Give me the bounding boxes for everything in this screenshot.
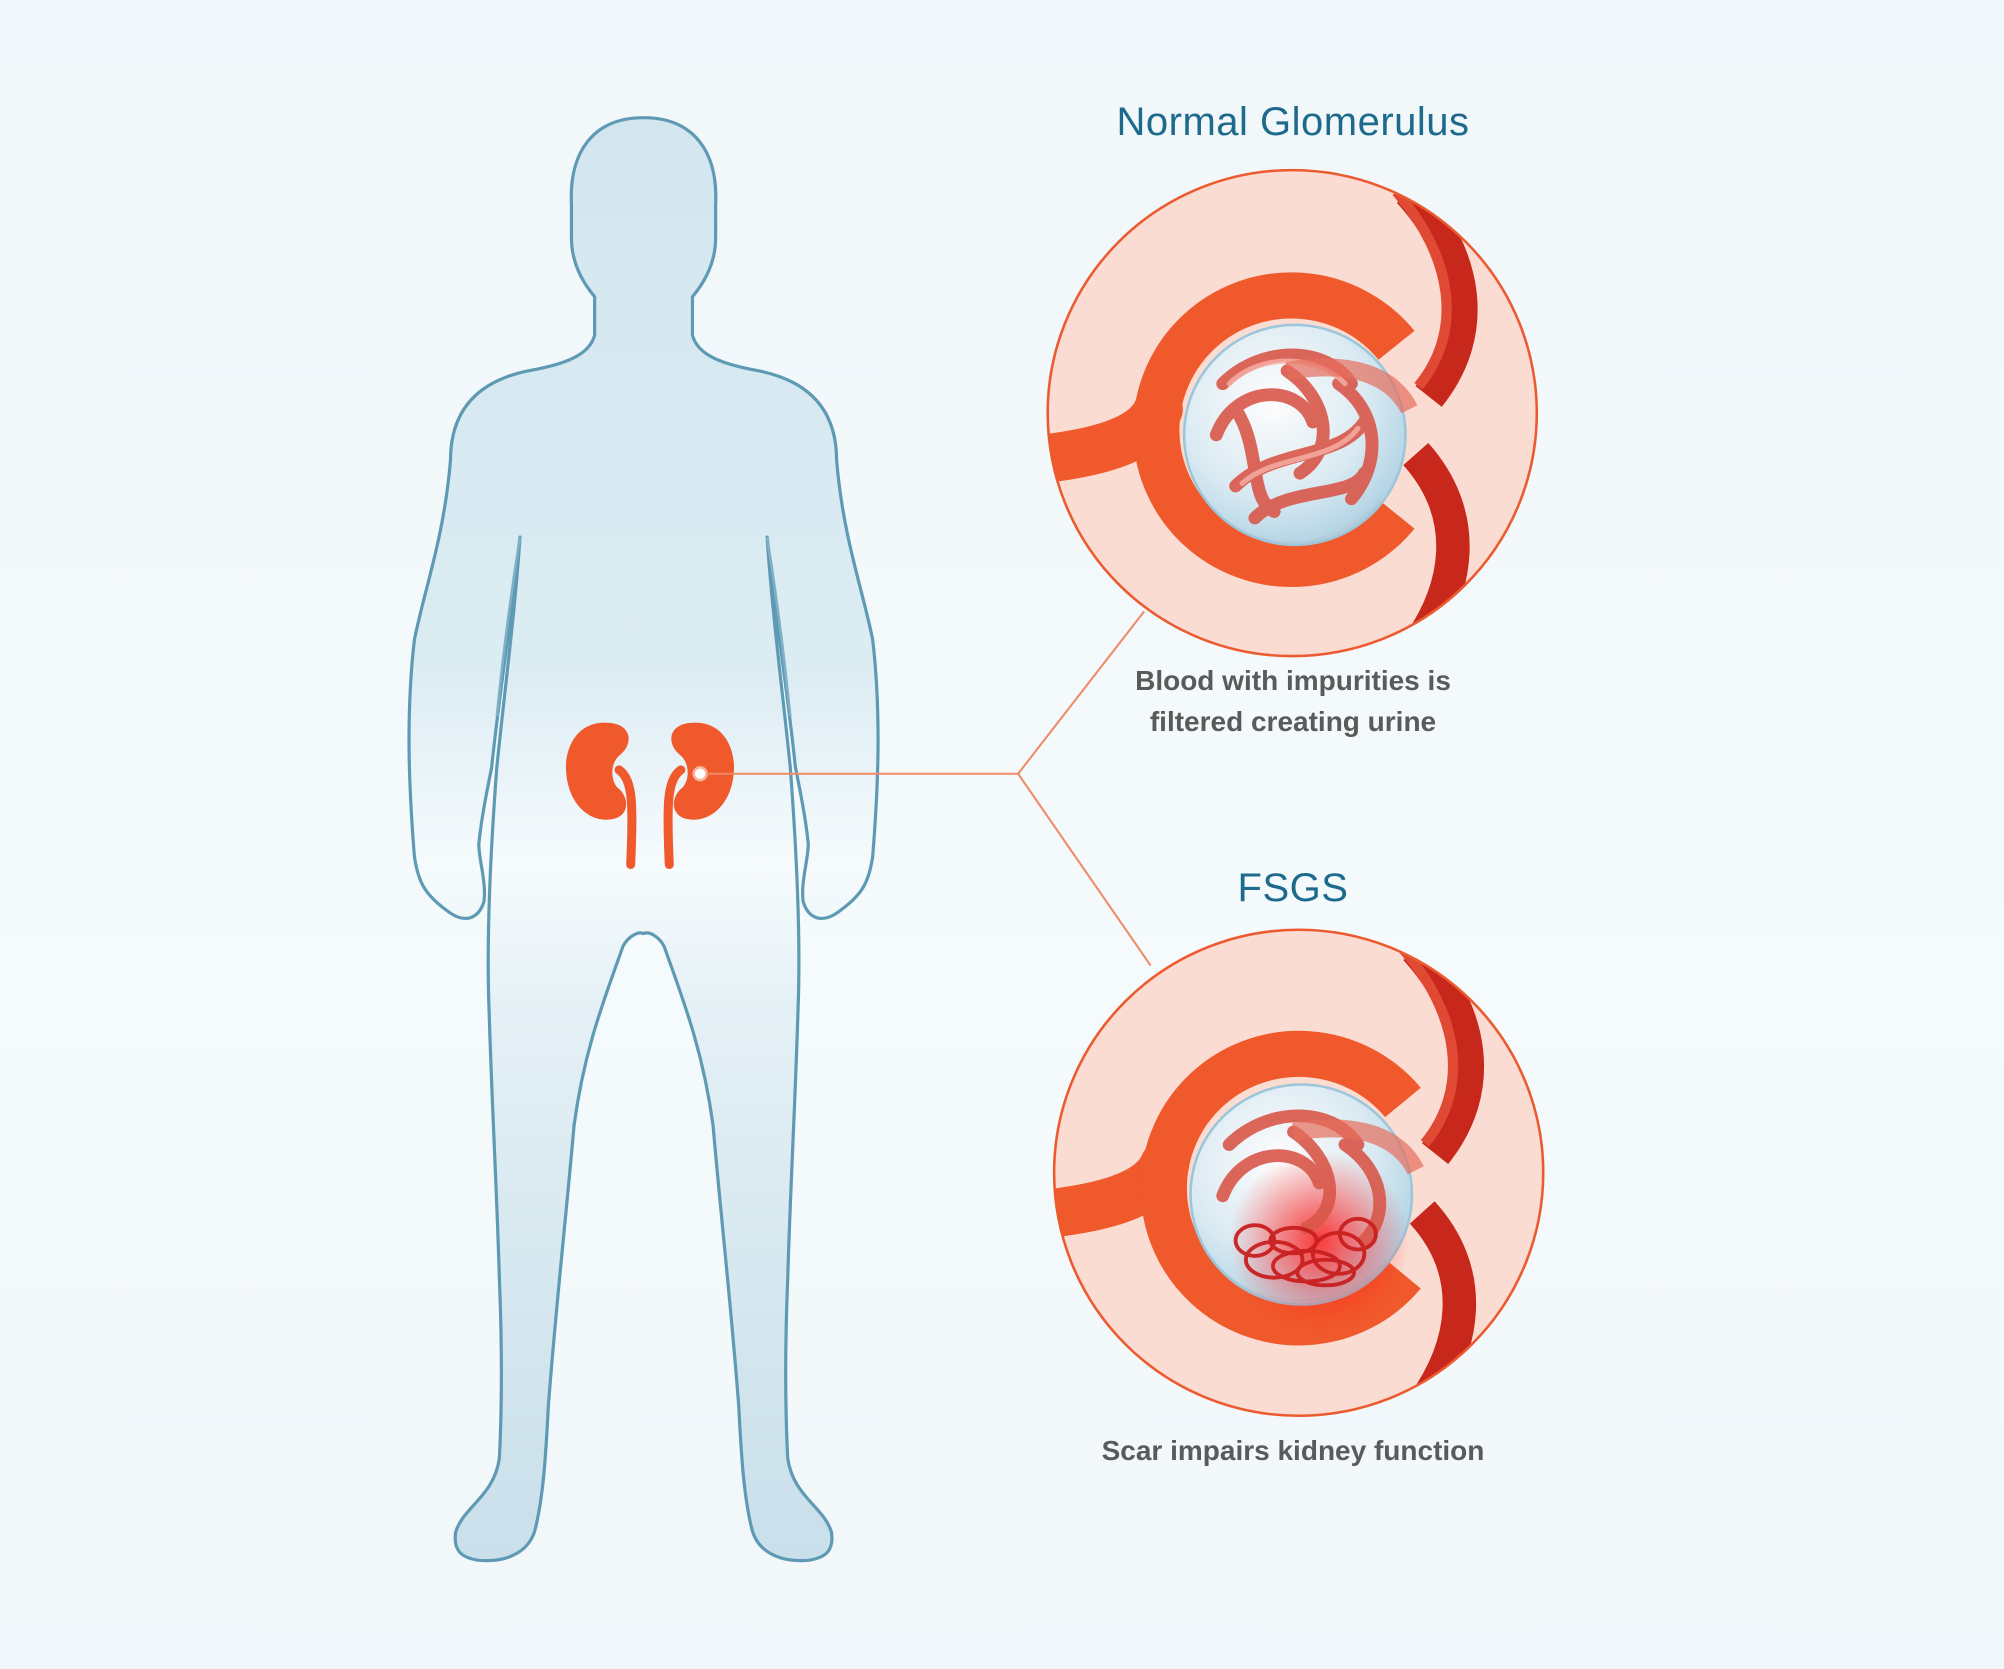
normal-glomerulus-illustration — [1046, 168, 1539, 658]
kidneys-icon — [565, 722, 735, 870]
callout-lines — [706, 610, 1152, 967]
normal-caption-line-1: Blood with impurities is — [1135, 665, 1451, 696]
fsgs-caption: Scar impairs kidney function — [1101, 1435, 1485, 1466]
fsgs-glomerulus-illustration — [1052, 928, 1545, 1418]
kidney-focus-dot — [692, 766, 708, 782]
normal-glomerulus-heading: Normal Glomerulus — [1116, 100, 1470, 144]
normal-caption-line-2: filtered creating urine — [1149, 706, 1437, 737]
fsgs-heading: FSGS — [1237, 866, 1349, 910]
normal-glomerulus-caption: Blood with impurities is filtered creati… — [1088, 660, 1498, 742]
human-body-silhouette — [407, 116, 880, 1563]
left-kidney-icon — [565, 722, 629, 820]
body-outline-icon — [407, 116, 880, 1563]
